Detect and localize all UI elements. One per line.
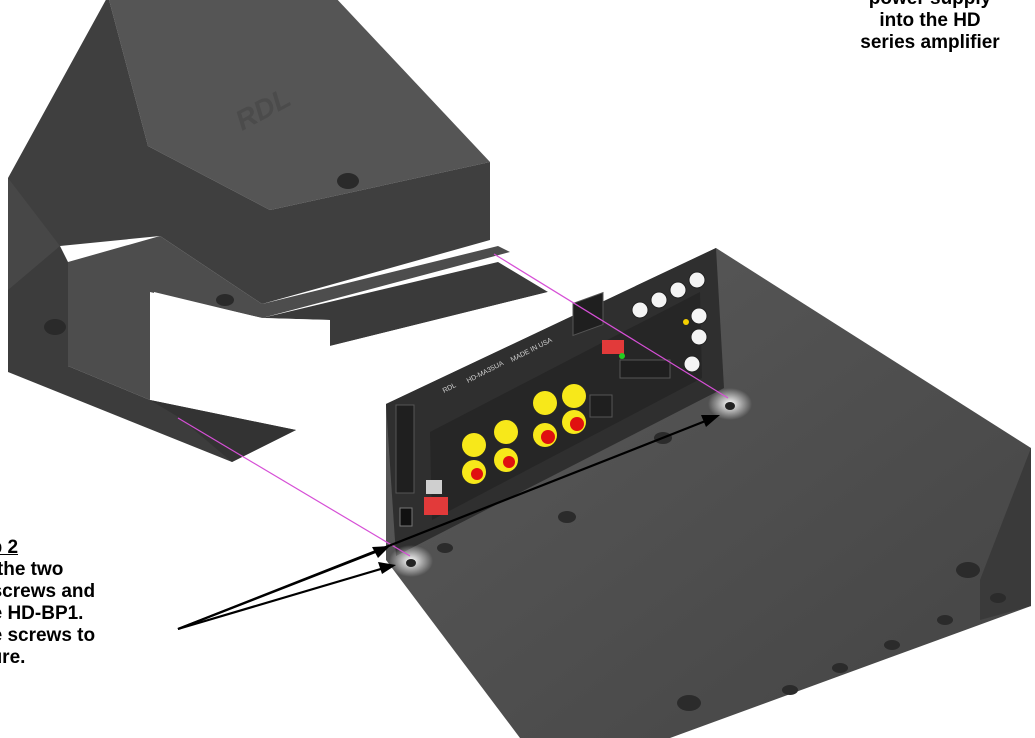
terminal-strip-top	[572, 291, 604, 337]
rca-jack-5	[533, 391, 557, 415]
callout-right-line-2: into the HD	[879, 10, 981, 31]
bracket-back-wall	[8, 0, 490, 304]
amplifier-body: RDL HD-MA35UA MADE IN USA	[386, 248, 1031, 738]
foot-1	[956, 562, 980, 578]
alignment-guide-right	[493, 253, 729, 399]
arrowhead-3	[701, 415, 720, 427]
foot-4	[558, 511, 576, 523]
arrow-to-left-hole	[177, 566, 385, 631]
callout-right-line-3: series amplifier	[860, 32, 1000, 53]
step-line-4: he screws to	[0, 625, 96, 646]
bottom-ridges	[782, 593, 1006, 695]
bracket-lower-lip	[150, 400, 296, 462]
screw-hole-right	[725, 402, 735, 410]
callout-step-2: ep 2 n the two t screws and he HD-BP1. h…	[0, 537, 95, 669]
bracket-right-flange	[262, 262, 548, 346]
rca-jack-1	[462, 433, 486, 457]
power-jack	[399, 507, 413, 527]
terminal-strip-left	[395, 404, 415, 494]
step-line-5: cure.	[0, 647, 26, 668]
bracket-hole-3	[216, 294, 234, 306]
callout-power-supply: power supply into the HD series amplifie…	[825, 0, 1035, 54]
step-heading: ep 2	[0, 537, 19, 558]
rca-jack-6	[562, 384, 586, 408]
arrowhead-1	[372, 546, 390, 558]
step-line-1: n the two	[0, 559, 64, 580]
pointer-arrows	[177, 415, 720, 631]
bracket-cutout-frame	[68, 236, 510, 400]
step-line-2: t screws and	[0, 581, 96, 602]
bracket-opening	[154, 292, 548, 412]
foot-5	[437, 543, 453, 553]
terminal-block-small	[589, 394, 613, 418]
connector-grid	[426, 480, 442, 494]
rca-jack-2	[494, 420, 518, 444]
step-line-3: he HD-BP1.	[0, 603, 84, 624]
screw-hole-left	[406, 559, 416, 567]
bracket-hd-bp1: RDL	[8, 0, 548, 462]
led-green	[619, 353, 625, 359]
dip-switch-right	[602, 340, 624, 354]
bracket-hole-1	[337, 173, 359, 189]
arrowhead-2	[378, 562, 396, 574]
callout-right-line-1: power supply	[825, 0, 1035, 10]
gain-knobs	[631, 271, 708, 373]
foot-2	[677, 695, 701, 711]
led-yellow	[683, 319, 689, 325]
arrow-to-right-hole	[177, 418, 709, 631]
alignment-guide-left	[177, 417, 411, 557]
bracket-top-face	[109, 0, 490, 210]
bracket-hole-2	[44, 319, 66, 335]
amplifier-side	[980, 448, 1031, 620]
dip-switch-left	[424, 497, 448, 515]
terminal-strip-mid	[619, 359, 671, 379]
rca-jacks	[462, 384, 586, 484]
